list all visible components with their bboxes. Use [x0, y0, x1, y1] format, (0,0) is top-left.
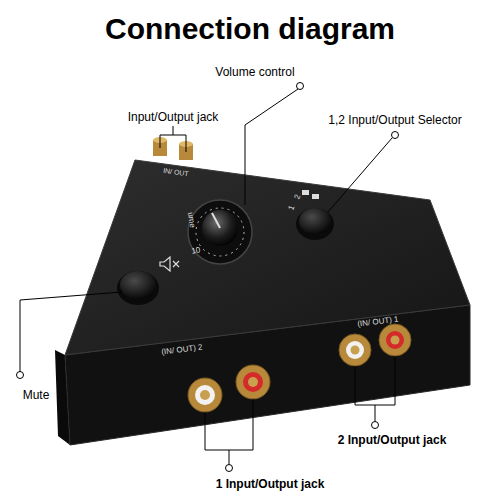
leader-lines [17, 83, 399, 472]
rca-jack-pin [200, 390, 210, 400]
knob-ring [188, 200, 252, 264]
leader-line [328, 138, 392, 212]
button-base [117, 271, 159, 305]
knob-scale [196, 208, 244, 256]
rca-jack-pin [351, 346, 360, 355]
volume-knob [188, 200, 252, 264]
callout-label: 1 Input/Output jack [216, 478, 325, 490]
callout-label: Input/Output jack [128, 111, 219, 123]
front-jacks [188, 324, 411, 412]
bracket [355, 356, 395, 405]
box-top [65, 160, 470, 355]
rca-jack [188, 378, 222, 412]
rca-jack-ring [243, 372, 263, 392]
leader-dot [392, 132, 399, 139]
panel-marking: 10 [191, 246, 201, 255]
mute-button [117, 257, 179, 305]
callout-label: Mute [23, 389, 50, 401]
rca-jack [339, 334, 371, 366]
rca-jack-ring [195, 385, 215, 405]
rca-jack-pin [391, 336, 400, 345]
rear-jacks [153, 137, 193, 160]
rca-jack-pin [248, 377, 258, 387]
button-cap [299, 208, 331, 234]
button-cap [120, 271, 156, 299]
selector-icon [312, 194, 319, 199]
leader-line [229, 450, 230, 465]
leader-dot [372, 422, 379, 429]
leader-dot [297, 83, 304, 90]
rca-jack [236, 365, 270, 399]
rca-jack-ring [346, 341, 364, 359]
selector-icon [302, 190, 309, 195]
knob [202, 210, 238, 246]
bracket [205, 399, 253, 450]
leader-dot [226, 465, 233, 472]
callout-label: 1,2 Input/Output Selector [328, 114, 461, 126]
leader-dot [17, 372, 24, 379]
callout-label: 2 Input/Output jack [338, 434, 447, 446]
leader-line [245, 89, 298, 205]
rca-jack [379, 324, 411, 356]
knob-pointer [212, 213, 220, 228]
leader-line [20, 292, 122, 372]
button-base [296, 208, 334, 240]
bracket [160, 135, 186, 152]
mute-icon [173, 261, 179, 267]
mute-icon [160, 257, 170, 271]
panel-marking: ume [186, 212, 197, 229]
callout-label: Volume control [215, 66, 294, 78]
leader-line [375, 405, 376, 422]
diagram-title: Connection diagram [0, 12, 500, 46]
rca-jack-ring [386, 331, 404, 349]
leader-line [173, 126, 174, 135]
